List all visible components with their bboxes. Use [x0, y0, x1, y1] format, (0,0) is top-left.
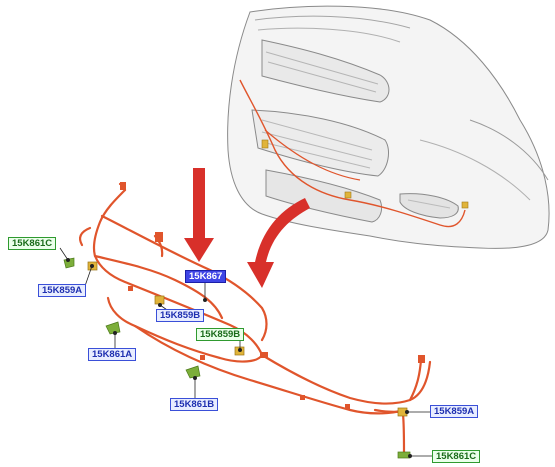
label-15K859B-upper: 15K859B: [156, 309, 205, 322]
harness-clips: [120, 182, 425, 409]
connector-yellow-mid: [154, 295, 165, 305]
bumper-illustration: [227, 5, 550, 249]
label-15K859A-left: 15K859A: [38, 284, 87, 297]
callout-arrows: [184, 168, 310, 288]
label-15K861C-left: 15K861C: [8, 237, 57, 250]
connectors: [63, 257, 411, 459]
label-15K861C-right: 15K861C: [432, 450, 481, 463]
connector-green-a: [105, 321, 121, 335]
label-15K867-harness: 15K867: [185, 270, 227, 283]
label-15K861B: 15K861B: [170, 398, 219, 411]
label-15K859A-right: 15K859A: [430, 405, 479, 418]
connector-green-c-right: [397, 451, 411, 459]
label-15K859B-lower: 15K859B: [196, 328, 245, 341]
connector-green-b: [185, 365, 201, 379]
down-arrow: [184, 168, 214, 262]
curved-arrow: [247, 198, 310, 288]
label-15K861A: 15K861A: [88, 348, 137, 361]
leader-lines: [59, 247, 432, 458]
